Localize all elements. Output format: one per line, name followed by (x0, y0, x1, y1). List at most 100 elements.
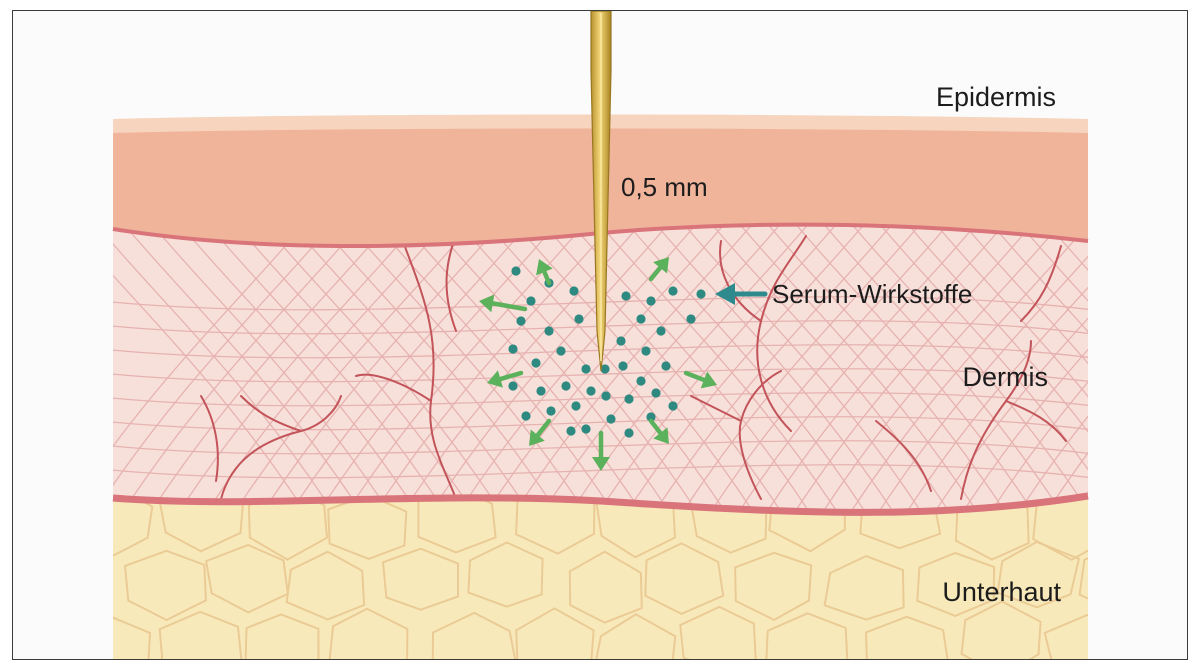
collagen-fiber (256, 224, 508, 513)
collagen-fiber (676, 224, 928, 513)
serum-particle (636, 314, 646, 324)
collagen-fiber (816, 224, 1068, 513)
serum-particle (636, 376, 646, 386)
collagen-fiber (113, 224, 340, 513)
diffusion-arrow (648, 257, 669, 282)
collagen-fiber (144, 224, 396, 513)
blood-vessel (1020, 245, 1062, 322)
collagen-fiber (788, 224, 1040, 513)
collagen-fiber (760, 224, 1012, 513)
collagen-fiber (1040, 224, 1088, 513)
label-epidermis: Epidermis (936, 82, 1056, 112)
serum-particle (656, 326, 666, 336)
serum-particle (646, 412, 656, 422)
collagen-fiber (116, 224, 368, 513)
fat-cell (996, 540, 1081, 609)
diffusion-arrow (536, 259, 553, 286)
serum-particles (508, 266, 706, 438)
collagen-fiber (1012, 224, 1088, 513)
serum-particle (618, 361, 628, 371)
serum-particle (600, 364, 610, 374)
collagen-fiber (1040, 224, 1088, 513)
collagen-fiber (872, 224, 1088, 513)
diagram-frame: Epidermis 0,5 mm Serum-Wirkstoffe Dermis… (12, 10, 1188, 660)
diffusion-arrow (529, 418, 552, 446)
subcutis-fill (113, 496, 1088, 659)
collagen-fiber (424, 224, 676, 513)
collagen-fiber (1125, 216, 1189, 521)
diffusion-arrow-shaft (490, 301, 528, 312)
serum-particle (544, 326, 554, 336)
collagen-fiber (732, 224, 984, 513)
fat-cell (431, 611, 518, 659)
serum-particle (668, 401, 678, 411)
collagen-fiber (900, 224, 1088, 513)
collagen-fiber (872, 224, 1088, 513)
collagen-fiber (340, 224, 592, 513)
fat-cell (765, 612, 849, 659)
collagen-fiber (1153, 216, 1189, 521)
collagen-fiber (984, 224, 1088, 513)
serum-particle (586, 386, 596, 396)
collagen-fiber (1097, 216, 1189, 521)
diffusion-arrow (683, 370, 717, 389)
collagen-fiber (368, 224, 620, 513)
collagen-fiber (704, 224, 956, 513)
fat-cell (285, 550, 366, 621)
fat-cell (328, 607, 409, 659)
serum-particle (624, 394, 634, 404)
fat-cell (679, 605, 757, 659)
collagen-fiber (312, 224, 564, 513)
serum-particle (526, 296, 536, 306)
serum-particle (521, 411, 531, 421)
collagen-fiber (368, 224, 620, 513)
diffusion-arrow-head (653, 427, 669, 444)
collagen-fiber (144, 224, 396, 513)
collagen-fiber (956, 224, 1088, 513)
fat-cell (916, 551, 996, 617)
collagen-fiber (256, 224, 508, 513)
collagen-fiber (113, 224, 312, 513)
diffusion-arrow-head (536, 259, 553, 276)
collagen-fiber (113, 224, 340, 513)
serum-particle (546, 406, 556, 416)
serum-particle (616, 336, 626, 346)
collagen-fiber (113, 224, 312, 513)
blood-vessel (240, 395, 302, 432)
collagen-fiber (592, 224, 844, 513)
collagen-fiber (1153, 216, 1189, 521)
collagen-fiber (1125, 216, 1189, 521)
serum-particle (571, 401, 581, 411)
fat-cell (158, 610, 243, 659)
serum-particle (668, 286, 678, 296)
collagen-fiber (1097, 216, 1189, 521)
collagen-fiber (928, 224, 1088, 513)
diffusion-arrow-shaft (683, 370, 707, 383)
needle-icon (590, 11, 612, 372)
collagen-fiber (340, 224, 592, 513)
fat-cell (864, 615, 950, 659)
serum-particle (508, 381, 518, 391)
collagen-fiber (113, 392, 1088, 408)
collagen-fiber (284, 224, 536, 513)
serum-particle (581, 364, 591, 374)
serum-particle (566, 426, 576, 436)
fat-cell (593, 613, 677, 659)
collagen-fiber (984, 224, 1088, 513)
serum-particle (606, 414, 616, 424)
collagen-fiber (113, 416, 1088, 432)
serum-particle (516, 316, 526, 326)
fat-cell (123, 549, 207, 622)
collagen-fiber (928, 224, 1088, 513)
collagen-fiber (284, 224, 536, 513)
collagen-fiber (452, 224, 704, 513)
serum-particle (569, 286, 579, 296)
collagen-fiber (620, 224, 872, 513)
collagen-fiber (508, 224, 760, 513)
collagen-fiber (480, 224, 732, 513)
diffusion-arrow (648, 418, 669, 444)
fat-cell (204, 543, 289, 614)
diffusion-arrows (479, 257, 717, 471)
blood-vessel (200, 395, 219, 482)
diffusion-arrow-shaft (648, 418, 663, 436)
